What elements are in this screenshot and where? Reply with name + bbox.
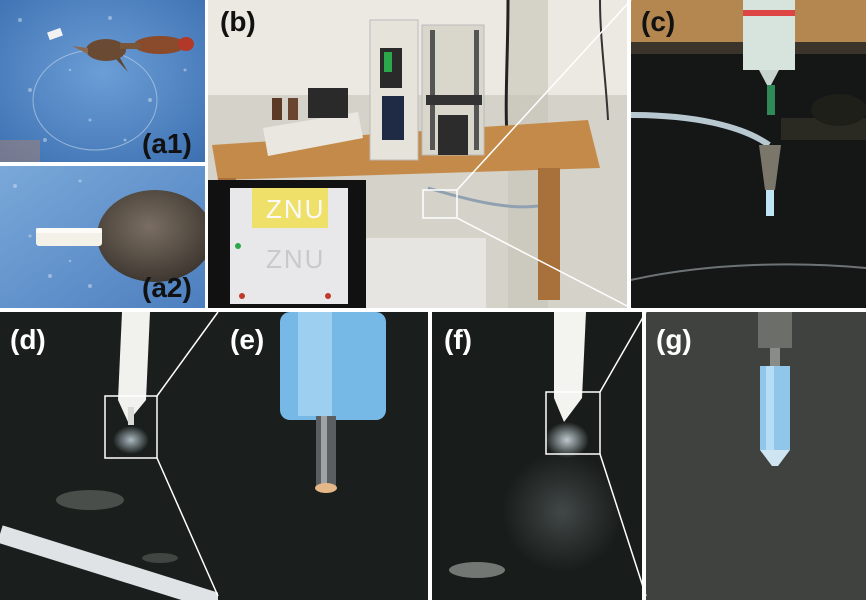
panel-a2: (a2) — [0, 166, 205, 308]
panel-label-b: (b) — [220, 6, 256, 37]
panel-b: ZNU ZNU (b) — [208, 0, 627, 308]
panel-d-photo — [0, 312, 218, 600]
panel-label-a1: (a1) — [142, 128, 192, 159]
panel-c: (c) — [631, 0, 866, 308]
panel-a1-photo — [0, 0, 205, 162]
panel-label-f: (f) — [444, 324, 472, 355]
panel-label-a2: (a2) — [142, 272, 192, 303]
panel-e: (e) — [218, 312, 428, 600]
panel-e-photo — [218, 312, 428, 600]
panel-label-g: (g) — [656, 324, 692, 355]
panel-c-photo — [631, 0, 866, 308]
panel-a1: (a1) — [0, 0, 205, 162]
znu-text-top: ZNU — [266, 194, 326, 224]
panel-a2-photo — [0, 166, 205, 308]
panel-g-photo — [646, 312, 866, 600]
panel-label-c: (c) — [641, 6, 676, 37]
panel-label-e: (e) — [230, 324, 265, 355]
panel-d: (d) — [0, 312, 218, 600]
panel-f: (f) — [432, 312, 642, 600]
panel-label-d: (d) — [10, 324, 46, 355]
znu-text-bottom: ZNU — [266, 244, 326, 274]
panel-f-photo — [432, 312, 642, 600]
panel-g: (g) — [646, 312, 866, 600]
